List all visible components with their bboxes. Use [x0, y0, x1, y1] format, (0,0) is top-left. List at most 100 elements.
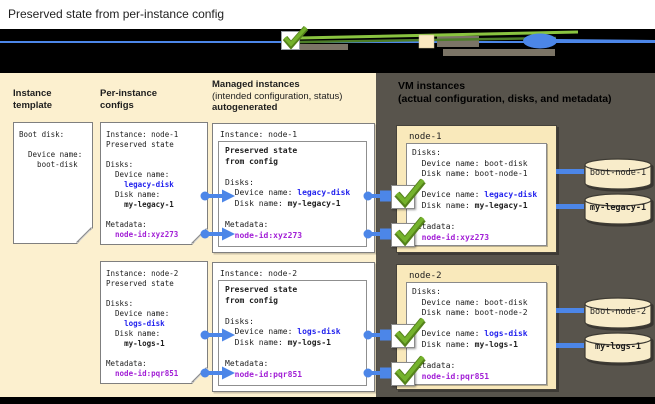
code-line: logs-disk — [124, 319, 165, 328]
header-per-instance-configs: Per-instance configs — [100, 88, 158, 111]
status-checkmark-icon — [391, 216, 426, 247]
code-line: Disk name: boot-node-1 — [412, 169, 528, 179]
code-line: Device name: boot-disk — [412, 158, 528, 168]
code-line: node-id:xyz273 — [234, 230, 303, 240]
page-title: Preserved state from per-instance config — [8, 7, 225, 21]
code-line: Disk name: my-legacy-1 — [225, 198, 341, 208]
code-line: Metadata: — [412, 222, 456, 232]
code-line: Preserved state — [225, 285, 298, 294]
code-line — [106, 210, 207, 220]
config-square-icon — [418, 34, 435, 49]
instance-template-box: Boot disk: Device name: boot-disk — [13, 122, 93, 244]
code-line: node-id:pqr851 — [421, 371, 490, 381]
status-checkmark-icon — [391, 317, 426, 348]
legend-band — [0, 26, 655, 73]
vm-config-box: Disks: Device name: boot-disk Disk name:… — [406, 143, 547, 246]
code-line: Instance: node-1 — [106, 130, 179, 139]
code-line: Metadata: — [225, 220, 269, 230]
code-line: Device name: legacy-disk — [412, 190, 538, 200]
code-line: my-legacy-1 — [124, 200, 174, 209]
vm-box-node-1: node-1 Disks: Device name: boot-disk Dis… — [396, 125, 557, 253]
code-line — [19, 140, 92, 150]
disk-label: my-logs-1 — [594, 342, 642, 352]
code-line: Disk name: my-legacy-1 — [412, 200, 528, 210]
disk-label: boot-node-1 — [589, 168, 647, 178]
disk-label: my-legacy-1 — [589, 203, 647, 213]
disk-cylinder: my-logs-1 — [583, 331, 653, 365]
code-line: Disk name: — [106, 329, 161, 338]
code-line — [412, 180, 546, 191]
header-vm-instances: VM instances (actual configuration, disk… — [398, 80, 612, 105]
code-line: my-logs-1 — [124, 339, 165, 348]
code-line: Device name: logs-disk — [412, 329, 528, 339]
code-line — [225, 306, 366, 317]
code-line: Device name: — [19, 150, 83, 159]
code-line — [106, 349, 207, 359]
code-line: Disk name: — [106, 190, 161, 199]
code-line — [225, 167, 366, 178]
code-line: Disks: — [412, 148, 441, 157]
code-line: Device name: — [106, 309, 170, 318]
status-checkmark-icon — [391, 355, 426, 386]
managed-instance-title: Instance: node-2 — [220, 269, 298, 278]
managed-instance-title: Instance: node-1 — [220, 130, 298, 139]
code-line: boot-disk — [19, 160, 78, 169]
disk-capsule-icon — [523, 33, 557, 49]
code-line — [225, 349, 366, 360]
disk-cylinder: boot-node-1 — [583, 157, 653, 191]
vm-name: node-1 — [409, 132, 442, 142]
code-line: Device name: legacy-disk — [225, 188, 351, 198]
code-line: Preserved state — [106, 140, 174, 149]
code-line: node-id:pqr851 — [234, 369, 303, 379]
legend-arrows — [0, 30, 655, 56]
code-line: Disks: — [412, 287, 441, 296]
legend-checkmark-icon — [281, 26, 309, 50]
header-managed-instances: Managed instances (intended configuratio… — [212, 79, 343, 113]
code-line: Metadata: — [225, 359, 269, 369]
header-instance-template: Instance template — [13, 88, 53, 111]
code-line: Metadata: — [412, 361, 456, 371]
code-line: Disks: — [225, 316, 254, 326]
code-line: Boot disk: — [19, 130, 65, 139]
disk-label: boot-node-2 — [589, 307, 647, 317]
disk-cylinder: boot-node-2 — [583, 296, 653, 330]
code-line: Device name: boot-disk — [412, 297, 528, 307]
code-line: from config — [225, 295, 278, 305]
code-line — [412, 351, 546, 362]
code-line: Metadata: — [106, 359, 147, 368]
code-line: Disks: — [106, 160, 134, 169]
code-line: node-id:xyz273 — [421, 232, 490, 242]
disk-cylinder: my-legacy-1 — [583, 192, 653, 226]
code-line: legacy-disk — [124, 180, 174, 189]
code-line: node-id:xyz273 — [115, 230, 179, 239]
code-line: Disks: — [225, 177, 254, 187]
code-line — [412, 212, 546, 223]
code-line — [412, 319, 546, 330]
status-checkmark-icon — [391, 178, 426, 209]
vm-box-node-2: node-2 Disks: Device name: boot-disk Dis… — [396, 264, 557, 390]
code-line: Disk name: my-logs-1 — [412, 339, 518, 349]
code-line: Preserved state — [225, 146, 298, 155]
code-line: Device name: logs-disk — [225, 327, 341, 337]
code-line: Device name: — [106, 170, 170, 179]
code-line: Disk name: my-logs-1 — [225, 337, 331, 347]
vm-name: node-2 — [409, 271, 442, 281]
code-line: Disks: — [106, 299, 134, 308]
code-line — [106, 150, 207, 160]
code-line: Preserved state — [106, 279, 174, 288]
code-line: Disk name: boot-node-2 — [412, 308, 528, 318]
bottom-strip — [0, 397, 655, 404]
code-line: node-id:pqr851 — [115, 369, 179, 378]
vm-config-box: Disks: Device name: boot-disk Disk name:… — [406, 282, 547, 385]
code-line: Instance: node-2 — [106, 269, 179, 278]
code-line — [225, 210, 366, 221]
code-line: Metadata: — [106, 220, 147, 229]
code-line — [106, 289, 207, 299]
